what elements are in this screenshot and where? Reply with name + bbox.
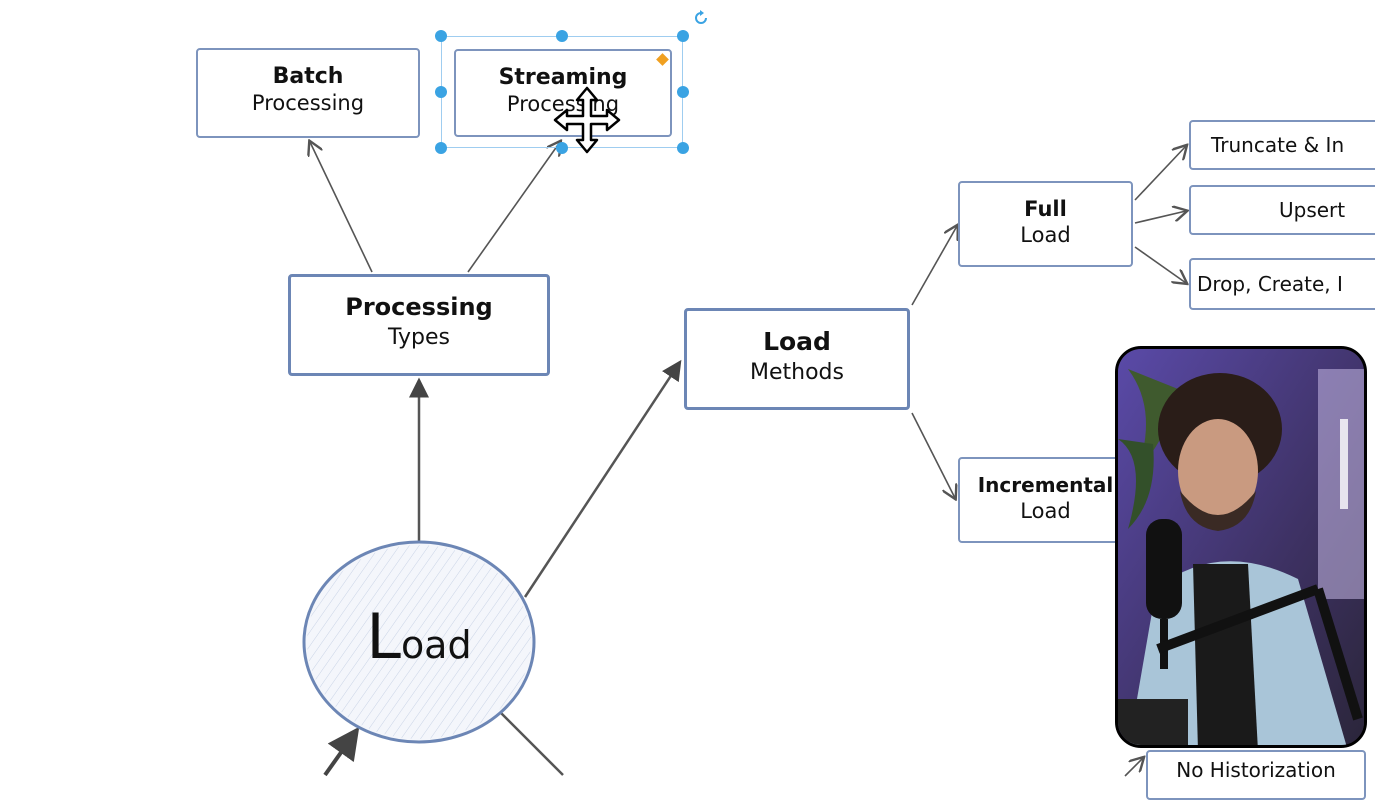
load-methods-subtitle: Methods — [750, 360, 844, 385]
move-cursor-icon — [553, 86, 621, 154]
upsert-node[interactable]: Upsert — [1189, 185, 1375, 235]
selection-handle-middle-left[interactable] — [435, 86, 447, 98]
root-load-label: Load — [319, 600, 519, 673]
arrow-full-to-upsert — [1134, 211, 1186, 224]
streaming-title: Streaming — [498, 65, 628, 90]
processing-types-subtitle: Types — [388, 325, 450, 350]
arrow-methods-to-incremental — [911, 412, 955, 498]
batch-processing-node[interactable]: Batch Processing — [196, 48, 420, 138]
load-methods-title: Load — [763, 327, 831, 356]
load-methods-node[interactable]: Load Methods — [684, 308, 910, 410]
root-load-big-letter: L — [366, 600, 401, 673]
rotate-handle-icon[interactable] — [693, 10, 709, 26]
batch-subtitle: Processing — [251, 91, 365, 115]
selection-handle-bottom-right[interactable] — [677, 142, 689, 154]
processing-types-title: Processing — [345, 293, 493, 321]
full-load-node[interactable]: Full Load — [958, 181, 1133, 267]
selection-handle-middle-right[interactable] — [677, 86, 689, 98]
full-load-title: Full — [1024, 197, 1067, 221]
full-load-subtitle: Load — [1020, 223, 1071, 247]
webcam-overlay — [1115, 346, 1367, 748]
root-load-circle — [302, 540, 536, 744]
batch-title: Batch — [272, 64, 344, 89]
selection-handle-top-middle[interactable] — [556, 30, 568, 42]
arrow-to-no-historization — [1124, 758, 1143, 777]
incremental-load-node[interactable]: Incremental Load — [958, 457, 1133, 543]
presenter-video-frame — [1118, 349, 1364, 745]
connector-layer — [302, 0, 1375, 777]
arrow-methods-to-full — [911, 226, 957, 306]
arrow-processing-to-batch — [310, 142, 373, 273]
truncate-insert-node[interactable]: Truncate & In — [1189, 120, 1375, 170]
no-historization-label: No Historization — [1176, 758, 1336, 782]
root-load-rest: oad — [400, 623, 472, 667]
arrow-processing-to-streaming — [467, 142, 560, 273]
incremental-load-title: Incremental — [977, 473, 1114, 497]
processing-types-node[interactable]: Processing Types — [288, 274, 550, 376]
streaming-processing-node[interactable]: Streaming Processing — [454, 49, 672, 137]
arrow-root-down-right — [499, 711, 564, 776]
arrow-load-to-load-methods — [523, 359, 682, 598]
incremental-load-subtitle: Load — [1020, 499, 1071, 523]
arrow-full-to-drop — [1134, 246, 1186, 283]
selection-handle-top-left[interactable] — [435, 30, 447, 42]
selection-handle-bottom-left[interactable] — [435, 142, 447, 154]
upsert-label: Upsert — [1279, 198, 1346, 222]
arrow-root-up-left — [323, 726, 360, 777]
truncate-insert-label: Truncate & In — [1211, 133, 1345, 157]
arrow-full-to-truncate — [1134, 146, 1186, 201]
drop-create-node[interactable]: Drop, Create, I — [1189, 258, 1375, 310]
selection-handle-top-right[interactable] — [677, 30, 689, 42]
selection-handle-bottom-middle[interactable] — [556, 142, 568, 154]
no-historization-node[interactable]: No Historization — [1146, 750, 1366, 800]
drop-create-label: Drop, Create, I — [1197, 272, 1343, 296]
